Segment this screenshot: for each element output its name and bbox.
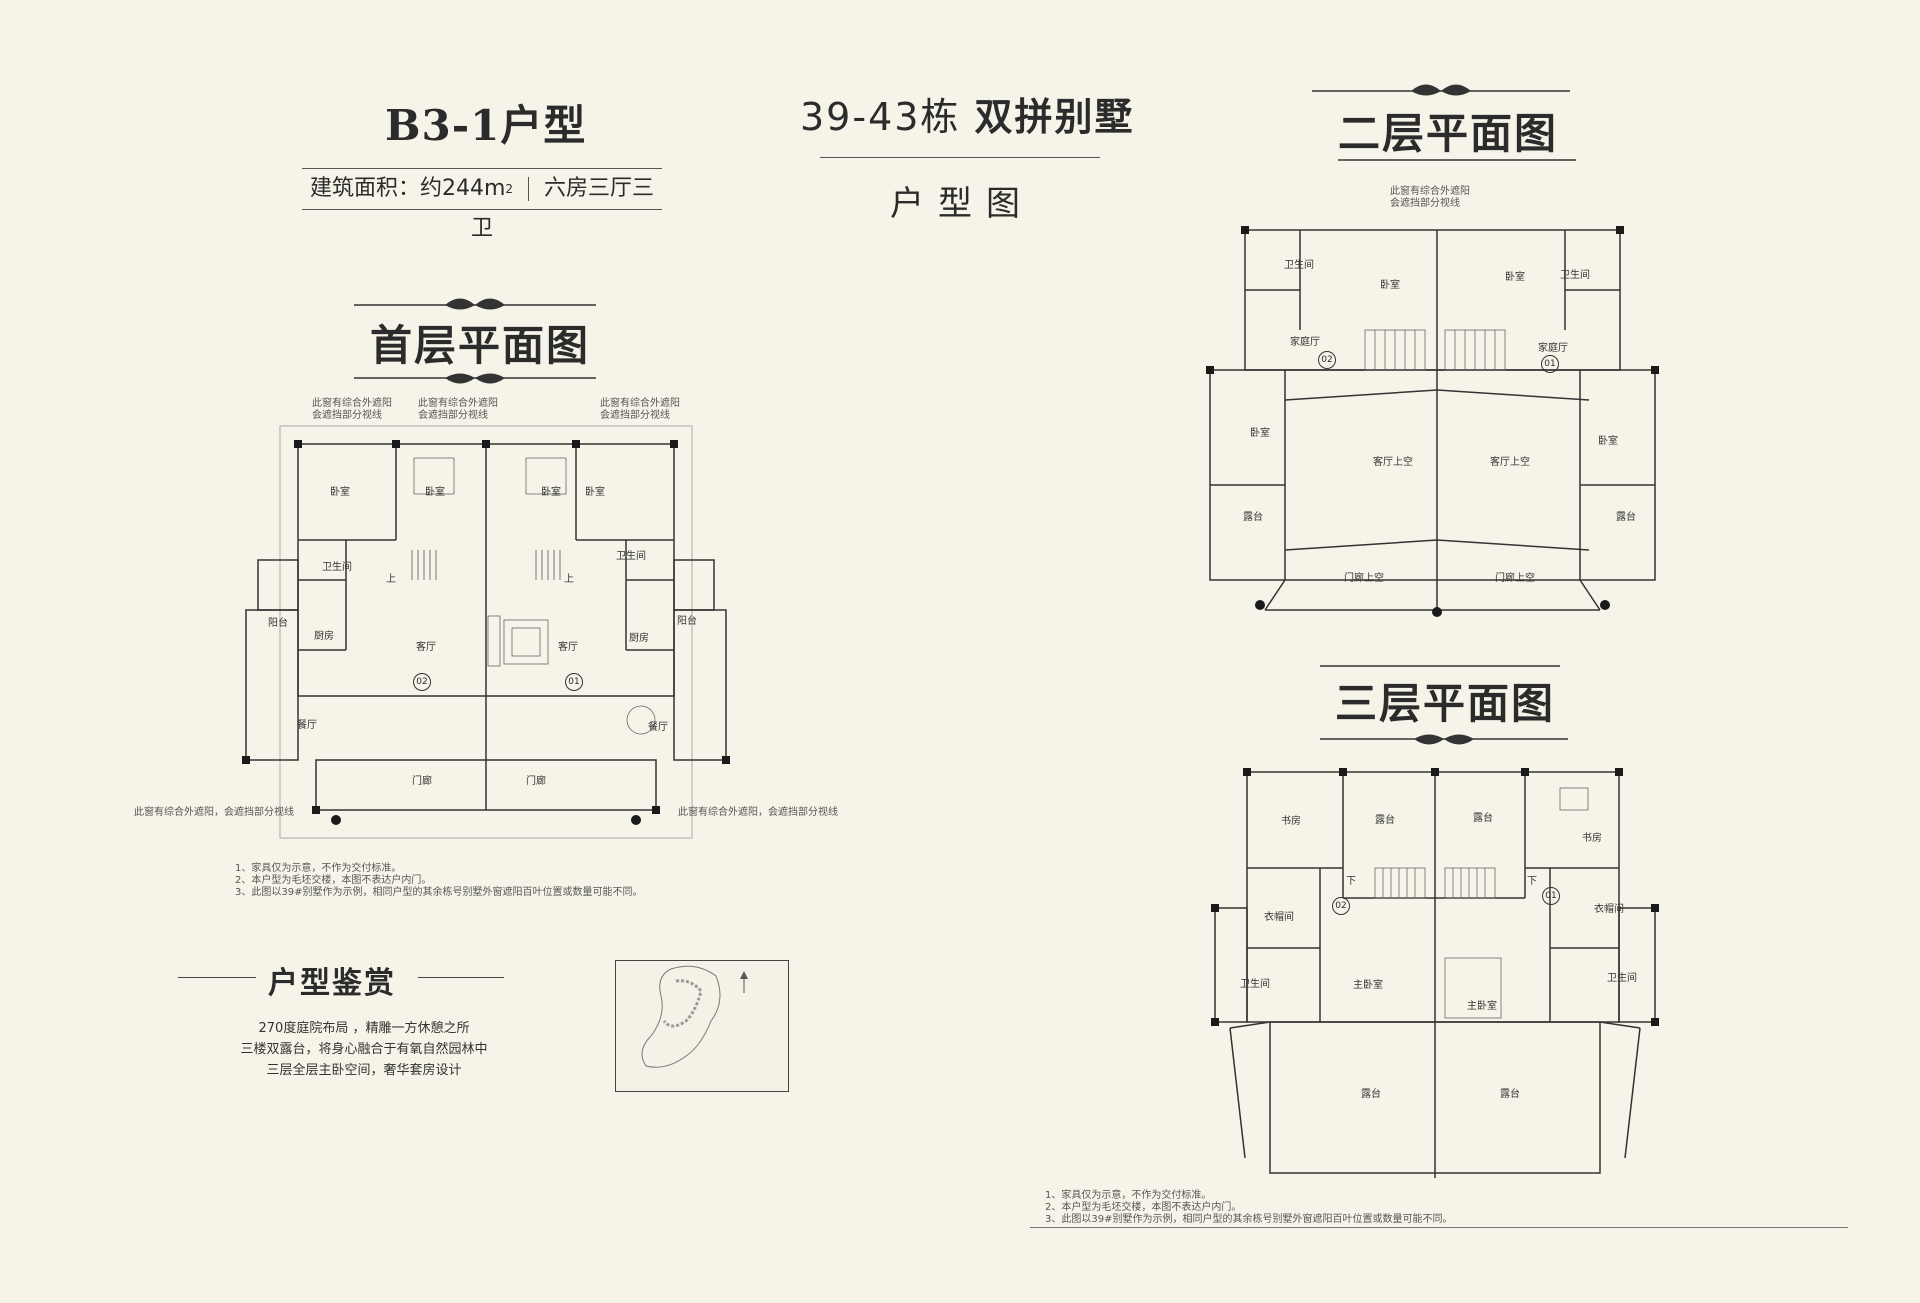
f3-study-right: 书房 (1582, 833, 1602, 844)
f3-unit-01: 01 (1542, 887, 1560, 905)
f2-terrace-right: 露台 (1616, 512, 1636, 523)
f1-shade-note-2: 此窗有综合外遮阳会遮挡部分视线 (418, 398, 498, 421)
floor1-top-ornament (354, 298, 596, 310)
area-info: 建筑面积：约244m2 六房三厅三卫 (302, 168, 662, 241)
f1-up-left: 上 (386, 574, 396, 585)
floor3-title-overline (1320, 665, 1560, 667)
f1-dining-right: 餐厅 (648, 722, 668, 733)
plan-subtitle: 户型图 (890, 184, 1034, 224)
appr-line-1: 270度庭院布局 ，精雕一方休憩之所 (258, 1021, 470, 1036)
f2-terrace-left: 露台 (1243, 512, 1263, 523)
f3-closet-left: 衣帽间 (1264, 912, 1294, 923)
f2-shade-note: 此窗有综合外遮阳会遮挡部分视线 (1390, 186, 1470, 209)
site-location-map (615, 960, 789, 1092)
unit-type-title: B3-1户型 (385, 101, 587, 150)
f1-balcony-right: 阳台 (677, 616, 697, 627)
f3-note-3: 3、此图以39#别墅作为示例，相同户型的其余栋号别墅外窗遮阳百叶位置或数量可能不… (1045, 1214, 1453, 1225)
f2-bed-mid-left: 卧室 (1380, 280, 1400, 291)
f1-bed3: 卧室 (541, 487, 561, 498)
f2-family-left: 家庭厅 (1290, 337, 1320, 348)
f1-bed2: 卧室 (425, 487, 445, 498)
f2-unit-01: 01 (1541, 355, 1559, 373)
f1-bath-left: 卫生间 (322, 562, 352, 573)
floor1-bottom-ornament (354, 373, 596, 384)
appr-line-right (418, 977, 504, 978)
floor2-title-underline (1338, 159, 1576, 161)
f2-bed-right: 卧室 (1598, 436, 1618, 447)
f1-dining-left: 餐厅 (297, 720, 317, 731)
f3-terrace-mid-right: 露台 (1473, 813, 1493, 824)
f3-unit-02: 02 (1332, 897, 1350, 915)
f1-note-3: 3、此图以39#别墅作为示例，相同户型的其余栋号别墅外窗遮阳百叶位置或数量可能不… (235, 887, 643, 898)
title-bold: 双拼别墅 (974, 94, 1135, 139)
bottom-rule (1030, 1227, 1848, 1228)
floor3-bottom-ornament (1320, 734, 1568, 745)
f2-family-right: 家庭厅 (1538, 343, 1568, 354)
f1-bed1: 卧室 (330, 487, 350, 498)
floor3-title: 三层平面图 (1335, 679, 1556, 728)
f3-note-2: 2、本户型为毛坯交楼，本图不表达户内门。 (1045, 1202, 1242, 1213)
f2-void-left: 客厅上空 (1373, 457, 1413, 468)
f2-void-right: 客厅上空 (1490, 457, 1530, 468)
floor2-title: 二层平面图 (1338, 109, 1559, 158)
f1-note-2: 2、本户型为毛坯交楼，本图不表达户内门。 (235, 875, 432, 886)
title-divider (820, 157, 1100, 158)
appr-line-left (178, 977, 256, 978)
area-sup: 2 (505, 182, 514, 196)
f1-bottom-note-left: 此窗有综合外遮阳，会遮挡部分视线 (134, 807, 294, 818)
f2-porch-void-right: 门廊上空 (1495, 573, 1535, 584)
f1-porch-right: 门廊 (526, 776, 546, 787)
f2-unit-02: 02 (1318, 351, 1336, 369)
f1-balcony-left: 阳台 (268, 618, 288, 629)
appr-line-3: 三层全层主卧空间，奢华套房设计 (266, 1063, 462, 1078)
divider (528, 177, 530, 201)
f1-living-right: 客厅 (558, 642, 578, 653)
f2-bath-right: 卫生间 (1560, 270, 1590, 281)
f1-shade-note-3: 此窗有综合外遮阳会遮挡部分视线 (600, 398, 680, 421)
f2-bath-left: 卫生间 (1284, 260, 1314, 271)
f3-study-left: 书房 (1281, 816, 1301, 827)
f1-bottom-note-right: 此窗有综合外遮阳，会遮挡部分视线 (678, 807, 838, 818)
f3-terrace-mid-left: 露台 (1375, 815, 1395, 826)
f3-closet-right: 衣帽间 (1594, 904, 1624, 915)
f1-living-left: 客厅 (416, 642, 436, 653)
f3-notes: 1、家具仅为示意，不作为交付标准。 2、本户型为毛坯交楼，本图不表达户内门。 3… (1045, 1190, 1452, 1226)
f3-master-right: 主卧室 (1467, 1001, 1497, 1012)
f1-kitchen-left: 厨房 (314, 631, 334, 642)
f3-bath-right: 卫生间 (1607, 973, 1637, 984)
f2-bed-mid-right: 卧室 (1505, 272, 1525, 283)
f1-porch-left: 门廊 (412, 776, 432, 787)
f1-bath-right: 卫生间 (616, 551, 646, 562)
appr-line-2: 三楼双露台，将身心融合于有氧自然园林中 (240, 1042, 488, 1057)
f1-shade-note-1: 此窗有综合外遮阳会遮挡部分视线 (312, 398, 392, 421)
f2-porch-void-left: 门廊上空 (1344, 573, 1384, 584)
appreciation-text: 270度庭院布局 ，精雕一方休憩之所 三楼双露台，将身心融合于有氧自然园林中 三… (228, 1018, 500, 1081)
f1-up-right: 上 (564, 574, 574, 585)
floor1-plan (242, 425, 730, 839)
f2-bed-left: 卧室 (1250, 428, 1270, 439)
f3-down-left: 下 (1346, 876, 1356, 887)
area-label: 建筑面积：约244m (309, 176, 506, 201)
floor2-plan (1206, 226, 1659, 617)
f1-notes: 1、家具仅为示意，不作为交付标准。 2、本户型为毛坯交楼，本图不表达户内门。 3… (235, 863, 642, 899)
f1-unit-01: 01 (565, 673, 583, 691)
f3-terrace-bottom-left: 露台 (1361, 1089, 1381, 1100)
project-title: 39-43栋 双拼别墅 (800, 86, 1135, 141)
f1-kitchen-right: 厨房 (629, 633, 649, 644)
layout-label: 六房三厅三卫 (470, 176, 655, 241)
f1-unit-02: 02 (413, 673, 431, 691)
f1-bed4: 卧室 (585, 487, 605, 498)
f1-note-1: 1、家具仅为示意，不作为交付标准。 (235, 863, 402, 874)
floor2-top-ornament (1312, 84, 1570, 96)
f3-terrace-bottom-right: 露台 (1500, 1089, 1520, 1100)
floor1-title: 首层平面图 (370, 321, 591, 370)
appreciation-title: 户型鉴赏 (268, 966, 396, 1001)
f3-master-left: 主卧室 (1353, 980, 1383, 991)
f3-note-1: 1、家具仅为示意，不作为交付标准。 (1045, 1190, 1212, 1201)
floor3-plan (1211, 768, 1659, 1178)
title-plain: 39-43栋 (800, 95, 961, 139)
f3-down-right: 下 (1527, 876, 1537, 887)
f3-bath-left: 卫生间 (1240, 979, 1270, 990)
